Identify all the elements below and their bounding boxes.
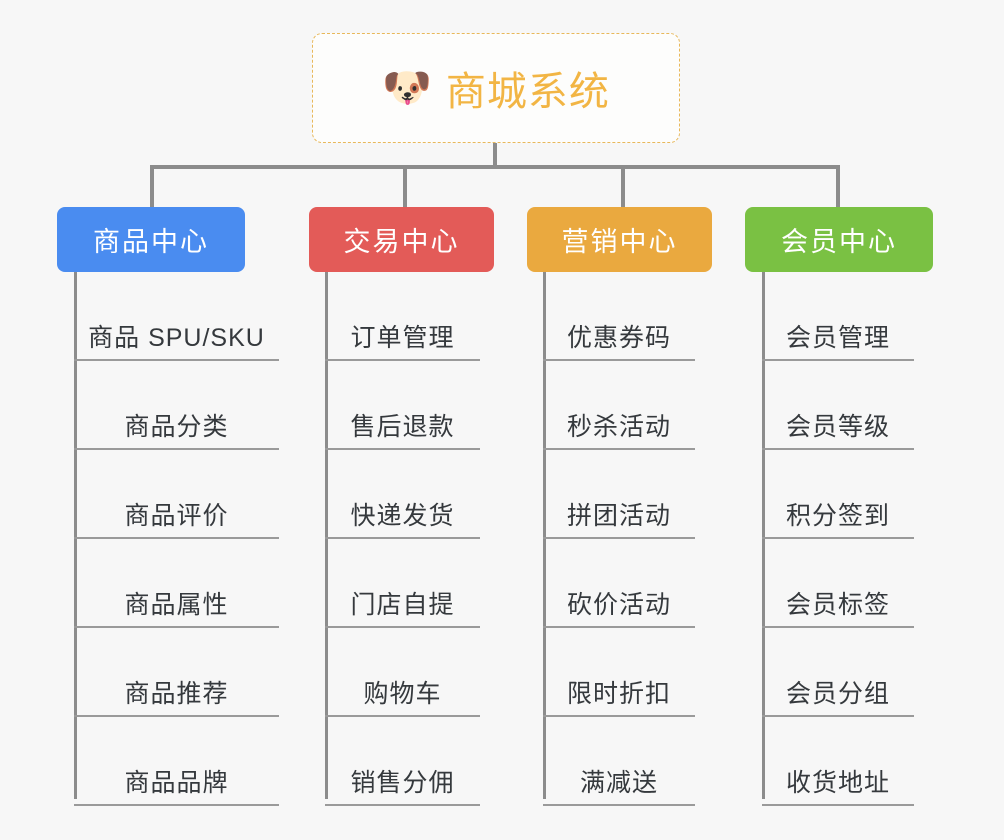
- leaf-label: 购物车: [363, 680, 442, 708]
- leaf-label: 商品推荐: [124, 680, 229, 708]
- leaf-label: 限时折扣: [566, 680, 671, 708]
- leaf-label: 售后退款: [350, 413, 455, 441]
- root-title: 商城系统: [445, 70, 610, 114]
- root-node[interactable]: 🐶 商城系统: [312, 33, 680, 143]
- leaf-item[interactable]: 会员分组: [762, 628, 914, 717]
- leaf-label: 会员标签: [785, 591, 890, 619]
- leaf-list-1: 商品 SPU/SKU 商品分类 商品评价 商品属性 商品推荐 商品品牌: [74, 272, 279, 806]
- branch-member-center: 会员中心: [745, 207, 933, 272]
- leaf-item[interactable]: 商品推荐: [74, 628, 279, 717]
- leaf-item[interactable]: 订单管理: [325, 272, 480, 361]
- leaf-label: 优惠券码: [566, 324, 671, 352]
- leaf-item[interactable]: 限时折扣: [543, 628, 695, 717]
- leaf-item[interactable]: 会员标签: [762, 539, 914, 628]
- leaf-item[interactable]: 拼团活动: [543, 450, 695, 539]
- branch-header-4[interactable]: 会员中心: [745, 207, 933, 272]
- leaf-list-4: 会员管理 会员等级 积分签到 会员标签 会员分组 收货地址: [762, 272, 914, 806]
- leaf-label: 拼团活动: [566, 502, 671, 530]
- branch-header-3[interactable]: 营销中心: [527, 207, 712, 272]
- leaf-label: 商品 SPU/SKU: [88, 324, 265, 352]
- leaf-item[interactable]: 秒杀活动: [543, 361, 695, 450]
- leaf-item[interactable]: 积分签到: [762, 450, 914, 539]
- leaf-label: 订单管理: [350, 324, 455, 352]
- leaf-label: 商品评价: [124, 502, 229, 530]
- leaf-item[interactable]: 门店自提: [325, 539, 480, 628]
- branch-trade-center: 交易中心: [309, 207, 494, 272]
- leaf-label: 门店自提: [350, 591, 455, 619]
- leaf-item[interactable]: 商品 SPU/SKU: [74, 272, 279, 361]
- leaf-item[interactable]: 商品分类: [74, 361, 279, 450]
- leaf-label: 快递发货: [350, 502, 455, 530]
- connector-drop-2: [403, 165, 407, 209]
- leaf-item[interactable]: 快递发货: [325, 450, 480, 539]
- leaf-item[interactable]: 砍价活动: [543, 539, 695, 628]
- branch-spine-4: [762, 272, 765, 799]
- leaf-label: 销售分佣: [350, 769, 455, 797]
- leaf-label: 积分签到: [785, 502, 890, 530]
- leaf-list-2: 订单管理 售后退款 快递发货 门店自提 购物车 销售分佣: [325, 272, 480, 806]
- leaf-label: 砍价活动: [566, 591, 671, 619]
- leaf-item[interactable]: 购物车: [325, 628, 480, 717]
- leaf-label: 会员分组: [785, 680, 890, 708]
- connector-bus: [150, 165, 840, 169]
- leaf-label: 会员管理: [785, 324, 890, 352]
- leaf-label: 商品属性: [124, 591, 229, 619]
- branch-spine-3: [543, 272, 546, 799]
- shiba-dog-face-icon: 🐶: [382, 66, 432, 110]
- branch-header-2[interactable]: 交易中心: [309, 207, 494, 272]
- leaf-item[interactable]: 收货地址: [762, 717, 914, 806]
- leaf-label: 收货地址: [785, 769, 890, 797]
- branch-spine-2: [325, 272, 328, 799]
- leaf-item[interactable]: 售后退款: [325, 361, 480, 450]
- leaf-label: 满减送: [579, 769, 658, 797]
- leaf-item[interactable]: 商品品牌: [74, 717, 279, 806]
- leaf-item[interactable]: 优惠券码: [543, 272, 695, 361]
- connector-drop-3: [621, 165, 625, 209]
- branch-header-1[interactable]: 商品中心: [57, 207, 245, 272]
- leaf-item[interactable]: 满减送: [543, 717, 695, 806]
- connector-drop-4: [836, 165, 840, 209]
- connector-trunk: [493, 143, 497, 169]
- leaf-label: 商品品牌: [124, 769, 229, 797]
- leaf-label: 秒杀活动: [566, 413, 671, 441]
- connector-drop-1: [150, 165, 154, 209]
- leaf-list-3: 优惠券码 秒杀活动 拼团活动 砍价活动 限时折扣 满减送: [543, 272, 695, 806]
- leaf-label: 商品分类: [124, 413, 229, 441]
- leaf-item[interactable]: 会员等级: [762, 361, 914, 450]
- branch-spine-1: [74, 272, 77, 799]
- branch-marketing-center: 营销中心: [527, 207, 712, 272]
- branch-product-center: 商品中心: [57, 207, 245, 272]
- leaf-label: 会员等级: [785, 413, 890, 441]
- leaf-item[interactable]: 会员管理: [762, 272, 914, 361]
- leaf-item[interactable]: 销售分佣: [325, 717, 480, 806]
- leaf-item[interactable]: 商品评价: [74, 450, 279, 539]
- leaf-item[interactable]: 商品属性: [74, 539, 279, 628]
